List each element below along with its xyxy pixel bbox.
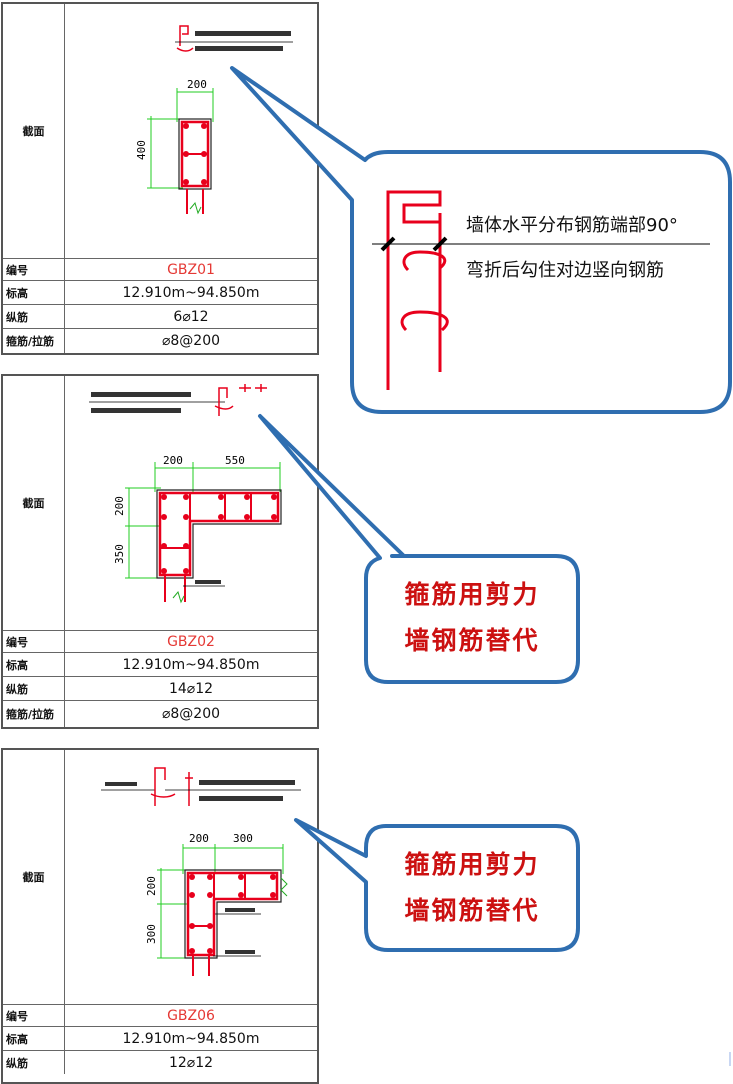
label-longitudinal: 纵筋 <box>3 305 65 328</box>
value-longitudinal: 14⌀12 <box>168 680 214 697</box>
column-section-gbz01 <box>178 118 212 214</box>
section-label-cell: 截面 <box>3 4 65 258</box>
label-stirrup: 箍筋/拉筋 <box>3 329 65 353</box>
row-elevation: 标高 12.910m~94.850m <box>3 280 317 304</box>
label-id: 编号 <box>3 631 65 652</box>
row-id: 编号 GBZ01 <box>3 258 317 280</box>
section-label: 截面 <box>22 125 45 138</box>
value-elevation: 12.910m~94.850m <box>122 656 260 673</box>
label-elevation: 标高 <box>3 1027 65 1050</box>
value-id: GBZ01 <box>167 261 215 278</box>
dim-h1-label: 200 <box>145 876 158 896</box>
callout-1-line1: 墙体水平分布钢筋端部90° <box>466 215 678 236</box>
label-stirrup: 箍筋/拉筋 <box>3 701 65 727</box>
row-stirrup: 箍筋/拉筋 ⌀8@200 <box>3 700 317 727</box>
wall-rebar-hook-mini <box>214 384 267 416</box>
detail-table-gbz06: 截面 200 300 200 300 <box>1 748 319 1084</box>
label-id: 编号 <box>3 1005 65 1026</box>
note-scribble <box>195 580 221 584</box>
dim-w1-label: 200 <box>189 832 209 845</box>
value-id: GBZ02 <box>167 633 215 650</box>
value-longitudinal: 12⌀12 <box>168 1054 214 1071</box>
rebar-dots <box>189 874 276 954</box>
row-elevation: 标高 12.910m~94.850m <box>3 1026 317 1050</box>
row-elevation: 标高 12.910m~94.850m <box>3 652 317 676</box>
dim-h2-label: 350 <box>113 544 126 564</box>
dim-w2-label: 300 <box>233 832 253 845</box>
column-section-gbz06 <box>184 869 288 976</box>
dim-w1-label: 200 <box>163 454 183 467</box>
rebar-dots <box>161 494 277 574</box>
value-longitudinal: 6⌀12 <box>173 308 209 325</box>
value-stirrup: ⌀8@200 <box>161 333 221 349</box>
dimension-lines <box>157 844 284 959</box>
callout-2-line2: 墙钢筋替代 <box>404 626 540 655</box>
wall-rebar-hook-mini <box>176 25 194 52</box>
row-longitudinal: 纵筋 14⌀12 <box>3 676 317 700</box>
rebar-hook-detail <box>386 190 449 390</box>
rebar-dots <box>183 123 207 185</box>
dim-width-label: 200 <box>187 78 207 91</box>
edge-marker <box>729 1052 731 1066</box>
section-label-cell: 截面 <box>3 376 65 630</box>
section-label-cell: 截面 <box>3 750 65 1004</box>
callout-3-text: 箍筋用剪力 墙钢筋替代 <box>372 842 572 934</box>
note-scribble <box>225 950 255 954</box>
label-elevation: 标高 <box>3 653 65 676</box>
value-stirrup: ⌀8@200 <box>161 706 221 722</box>
label-elevation: 标高 <box>3 281 65 304</box>
detail-table-gbz02: 截面 200 550 200 350 <box>1 374 319 729</box>
callout-3-line1: 箍筋用剪力 <box>404 850 540 879</box>
note-scribble <box>225 908 255 912</box>
annotation-scribble <box>91 392 191 413</box>
section-label: 截面 <box>22 497 45 510</box>
dim-h2-label: 300 <box>145 924 158 944</box>
annotation-scribble <box>195 31 291 51</box>
row-longitudinal: 纵筋 12⌀12 <box>3 1050 317 1074</box>
section-drawing-gbz01: 200 400 <box>135 25 293 215</box>
annotation-scribble <box>199 780 295 801</box>
section-drawing-gbz02: 200 550 200 350 <box>89 384 282 604</box>
callout-3-line2: 墙钢筋替代 <box>404 896 540 925</box>
label-longitudinal: 纵筋 <box>3 677 65 700</box>
wall-rebar-hook-mini <box>150 767 193 806</box>
callout-2-text: 箍筋用剪力 墙钢筋替代 <box>372 572 572 664</box>
row-longitudinal: 纵筋 6⌀12 <box>3 304 317 328</box>
dimension-lines <box>147 88 214 189</box>
detail-table-gbz01: 截面 200 400 <box>1 2 319 355</box>
row-id: 编号 GBZ02 <box>3 630 317 652</box>
dim-h1-label: 200 <box>113 496 126 516</box>
section-label: 截面 <box>22 871 45 884</box>
slash-marks <box>380 236 448 252</box>
label-longitudinal: 纵筋 <box>3 1051 65 1074</box>
row-stirrup: 箍筋/拉筋 ⌀8@200 <box>3 328 317 353</box>
column-section-gbz02 <box>156 489 282 604</box>
label-id: 编号 <box>3 259 65 280</box>
value-elevation: 12.910m~94.850m <box>122 1030 260 1047</box>
callout-1-line2: 弯折后勾住对边竖向钢筋 <box>466 260 664 281</box>
value-elevation: 12.910m~94.850m <box>122 284 260 301</box>
row-id: 编号 GBZ06 <box>3 1004 317 1026</box>
value-id: GBZ06 <box>167 1007 215 1024</box>
callout-2-line1: 箍筋用剪力 <box>404 580 540 609</box>
dim-w2-label: 550 <box>225 454 245 467</box>
dim-height-label: 400 <box>135 140 148 160</box>
section-drawing-gbz06: 200 300 200 300 <box>101 767 301 976</box>
note-scribble <box>105 782 137 786</box>
